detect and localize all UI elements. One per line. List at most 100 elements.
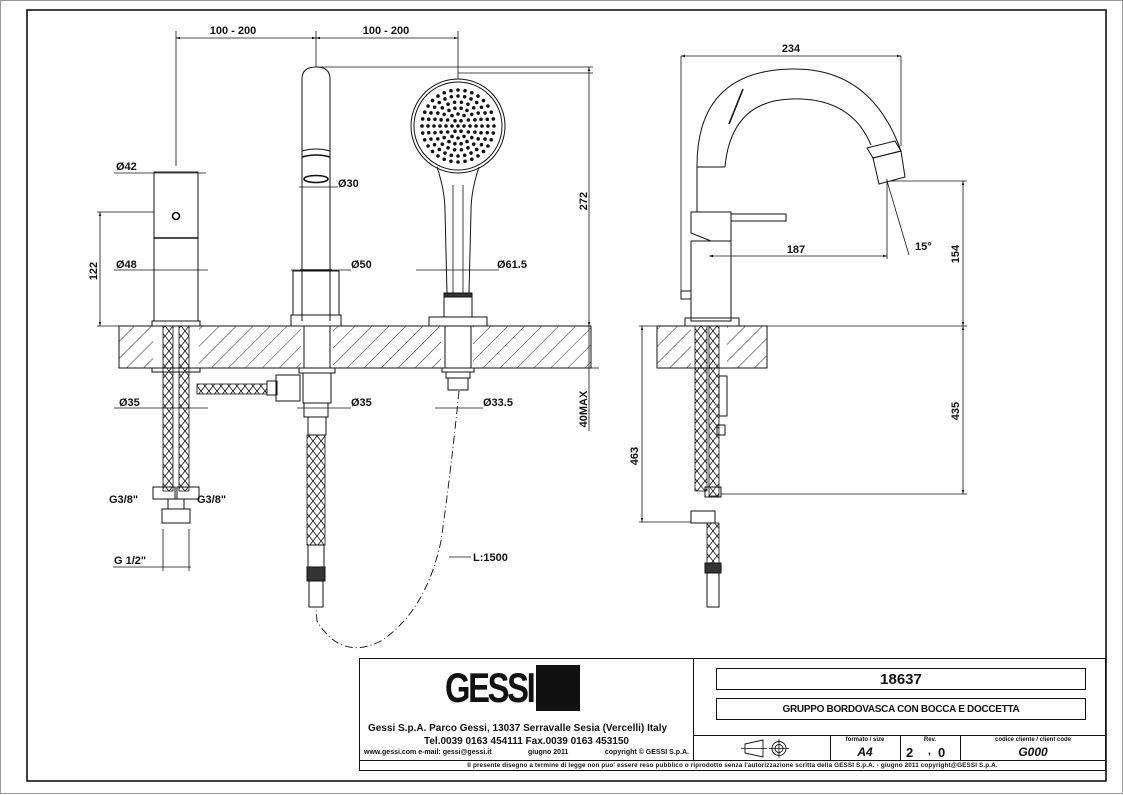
dim-shower-base-dia: Ø61.5 xyxy=(497,259,527,271)
dim-side-hose-length: 435 xyxy=(950,402,962,420)
shower-nozzle xyxy=(469,112,474,117)
shower-nozzle xyxy=(442,90,447,95)
shower-nozzle xyxy=(485,130,490,135)
title-block: GESSI Gessi S.p.A. Parco Gessi, 13037 Se… xyxy=(359,658,1106,771)
dim-overall-height: 272 xyxy=(578,192,590,210)
shower-nozzle xyxy=(442,135,447,140)
dim-deck-thickness: 40MAX xyxy=(578,390,590,427)
brand-wordmark: GESSI xyxy=(445,664,536,711)
projection-symbol-cell xyxy=(693,736,831,761)
dim-spacing-left: 100 - 200 xyxy=(210,25,256,37)
shower-nozzle xyxy=(469,90,474,95)
front-dimensions xyxy=(97,31,599,571)
deck-section xyxy=(118,325,592,369)
shower-nozzle xyxy=(479,117,483,122)
shower-nozzle xyxy=(429,111,433,115)
shower-nozzle xyxy=(433,117,437,122)
shower-nozzle xyxy=(463,88,467,93)
shower-nozzle xyxy=(426,144,430,148)
shower-nozzle xyxy=(420,117,425,121)
dim-hose-conn-left: G3/8" xyxy=(109,494,138,506)
shower-nozzle xyxy=(426,104,430,108)
shower-nozzle xyxy=(469,135,474,140)
shower-nozzle xyxy=(442,112,447,117)
shower-nozzle xyxy=(422,110,427,115)
shower-nozzle xyxy=(462,124,466,128)
shower-nozzle xyxy=(453,129,457,133)
info-row: formato / size A4 Rev. 2 , 0 codice clie… xyxy=(693,735,1106,761)
shower-nozzle xyxy=(447,108,451,113)
shower-nozzle xyxy=(429,137,433,141)
shower-nozzle xyxy=(445,118,450,122)
format-value: A4 xyxy=(857,745,873,759)
shower-nozzle xyxy=(462,153,467,158)
shower-nozzle xyxy=(459,106,463,111)
dim-mixer-top-dia: Ø42 xyxy=(116,161,137,173)
shower-nozzle xyxy=(456,88,460,92)
shower-nozzle xyxy=(471,106,476,110)
shower-nozzle xyxy=(433,130,437,135)
shower-nozzle xyxy=(447,139,451,144)
shower-nozzle xyxy=(466,118,471,122)
shower-nozzle xyxy=(456,136,460,140)
dimension-labels: 100 - 200 100 - 200 Ø42 Ø30 Ø48 Ø50 Ø61.… xyxy=(88,25,962,567)
dim-hose-conn-right: G3/8" xyxy=(197,494,226,506)
shower-nozzle xyxy=(473,130,477,134)
shower-nozzle xyxy=(442,157,447,162)
shower-nozzle xyxy=(474,147,479,152)
dim-side-spout-height: 154 xyxy=(950,244,962,263)
shower-nozzle xyxy=(474,124,478,128)
shower-nozzle xyxy=(468,124,472,128)
shower-nozzle xyxy=(443,97,447,101)
shower-nozzle xyxy=(480,124,484,128)
shower-nozzle xyxy=(459,100,464,105)
first-angle-projection-icon xyxy=(741,739,789,758)
shower-nozzle xyxy=(466,102,470,106)
shower-nozzle xyxy=(476,137,480,141)
dim-spout-dia: Ø30 xyxy=(338,178,359,190)
shower-nozzle xyxy=(479,142,484,147)
shower-nozzle xyxy=(420,124,424,128)
front-view xyxy=(97,31,599,649)
shower-nozzle xyxy=(481,98,486,103)
shower-nozzle xyxy=(432,124,436,128)
dim-hose-length: L:1500 xyxy=(473,552,508,564)
shower-nozzle xyxy=(453,141,457,146)
shower-nozzle xyxy=(452,147,457,152)
shower-nozzle xyxy=(462,94,467,99)
company-date: giugno 2011 xyxy=(527,749,569,756)
side-view xyxy=(639,54,967,608)
company-address: Gessi S.p.A. Parco Gessi, 13037 Serraval… xyxy=(368,723,668,734)
shower-nozzle xyxy=(469,97,473,101)
shower-nozzle xyxy=(479,130,483,135)
shower-nozzle xyxy=(432,105,437,110)
company-copyright: copyright © GESSI S.p.A. xyxy=(604,749,689,756)
shower-nozzle xyxy=(483,111,487,115)
company-web: www.gessi.com e-mail: gessi@gessi.it xyxy=(364,749,492,756)
legal-notice: Il presente disegno a termine di legge n… xyxy=(467,762,998,769)
format-cell: formato / size A4 xyxy=(830,736,901,761)
shower-nozzle xyxy=(469,151,473,155)
product-code-box: 18637 xyxy=(716,668,1086,690)
shower-nozzle xyxy=(456,154,460,158)
shower-nozzle xyxy=(476,94,480,98)
shower-nozzle xyxy=(420,131,425,135)
shower-nozzle xyxy=(450,134,454,139)
shower-nozzle xyxy=(492,124,496,128)
shower-nozzle xyxy=(440,142,445,146)
shower-nozzle xyxy=(459,141,463,146)
shower-nozzle xyxy=(473,118,477,122)
shower-nozzle xyxy=(479,105,484,110)
product-name-box: GRUPPO BORDOVASCA CON BOCCA E DOCCETTA xyxy=(716,698,1086,720)
shower-nozzle xyxy=(453,106,457,111)
shower-nozzle xyxy=(452,100,457,105)
shower-nozzle xyxy=(450,124,454,128)
brand-logo: GESSI xyxy=(445,664,581,711)
shower-nozzle xyxy=(466,146,470,150)
revision-label: Rev. xyxy=(923,737,937,743)
shower-nozzle xyxy=(465,108,469,113)
shower-nozzle xyxy=(476,111,480,115)
shower-nozzle xyxy=(449,153,454,158)
shower-nozzle xyxy=(491,131,496,135)
